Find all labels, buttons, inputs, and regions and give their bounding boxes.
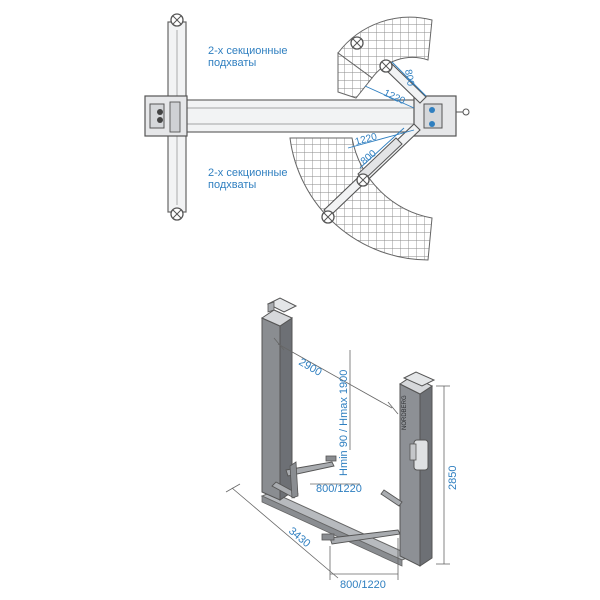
left-arm-1 xyxy=(285,461,335,477)
brand-text: NORDBERG xyxy=(402,395,408,430)
right-arm-2 xyxy=(329,529,401,545)
dim-label-column-height: 2850 xyxy=(447,466,459,490)
base-beam xyxy=(177,99,417,133)
arms-label-upper-line1: 2-х секционные xyxy=(208,45,288,57)
right-column-side xyxy=(419,385,433,567)
dim-label-arm-lower: 800/1220 xyxy=(340,579,386,591)
dim-line-total-width xyxy=(231,487,339,579)
dim-line-upper-short xyxy=(391,61,427,97)
base-plate xyxy=(260,491,414,561)
arm-sweep-area-upper-inner xyxy=(337,52,373,99)
dim-line-lower-short xyxy=(359,127,405,169)
dim-label-width: 2900 xyxy=(297,356,324,379)
arms-label-lower-line2: подхваты xyxy=(208,179,256,191)
dim-label-arm-upper: 800/1220 xyxy=(316,483,362,495)
top-view: 2-х секционные подхваты 2-х секционные п… xyxy=(144,13,470,261)
left-column-front xyxy=(261,317,281,501)
arms-label-lower-line1: 2-х секционные xyxy=(208,167,288,179)
dim-line-upper-long xyxy=(364,85,415,109)
dim-label-lower-long: 1220 xyxy=(354,131,379,147)
left-column-top xyxy=(260,309,294,327)
dim-label-total-width: 3430 xyxy=(286,525,312,550)
dim-line-width xyxy=(277,343,393,409)
dim-label-upper-short: 800 xyxy=(402,69,416,88)
dim-line-lower-long xyxy=(347,129,415,149)
arms-label-upper-line2: подхваты xyxy=(208,57,256,69)
dim-label-lift-height: Hmin 90 / Hmax 1900 xyxy=(338,370,350,476)
iso-view: NORDBERG 2900 2850 Hmin 90 / Hmax 1900 8… xyxy=(225,297,459,591)
right-arm-1 xyxy=(380,489,403,507)
